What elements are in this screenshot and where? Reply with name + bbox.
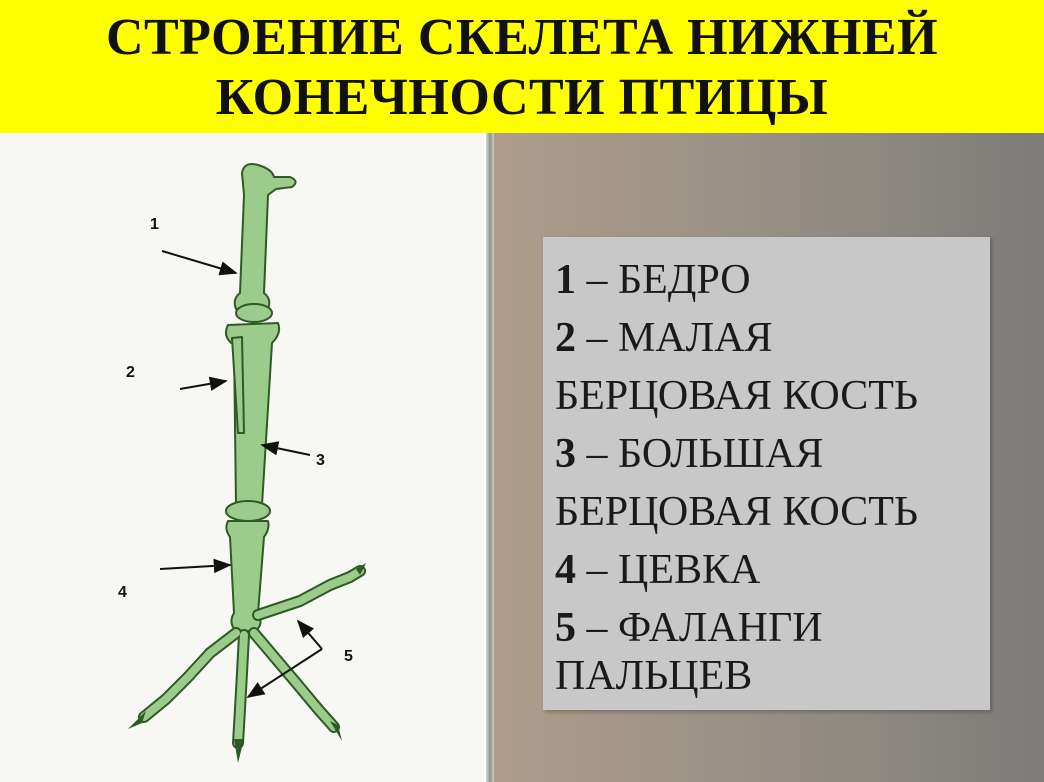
ankle-joint — [225, 500, 271, 522]
legend-box: 1 – БЕДРО 2 – МАЛАЯ БЕРЦОВАЯ КОСТЬ 3 – Б… — [543, 237, 990, 710]
legend-number: 1 — [555, 257, 576, 303]
pointer-1 — [161, 250, 238, 276]
legend-line-tibia: 3 – БОЛЬШАЯ — [555, 429, 823, 479]
legend-text: БЕРЦОВАЯ КОСТЬ — [555, 373, 919, 419]
legend-text: БЕРЦОВАЯ КОСТЬ — [555, 489, 919, 535]
femur-bone — [233, 163, 297, 310]
legend-text: – БОЛЬШАЯ — [576, 431, 824, 477]
pointer-3 — [260, 441, 311, 456]
title-line-2: КОНЕЧНОСТИ ПТИЦЫ — [215, 69, 829, 126]
legend-text: – МАЛАЯ — [576, 315, 773, 361]
legend-line-fibula-cont: БЕРЦОВАЯ КОСТЬ — [555, 371, 918, 421]
panel-divider — [486, 133, 494, 782]
claw-hind — [356, 563, 366, 575]
legend-line-fibula: 2 – МАЛАЯ — [555, 313, 773, 363]
legend-line-phalanges-cont: ПАЛЬЦЕВ — [555, 651, 752, 701]
bird-leg-skeleton-diagram: 1 2 3 4 5 — [118, 163, 366, 763]
pointer-2 — [179, 376, 228, 391]
title-banner: СТРОЕНИЕ СКЕЛЕТА НИЖНЕЙ КОНЕЧНОСТИ ПТИЦЫ — [0, 0, 1044, 133]
legend-number: 5 — [555, 605, 576, 651]
title-line-1: СТРОЕНИЕ СКЕЛЕТА НИЖНЕЙ — [105, 9, 939, 66]
legend-text: – ФАЛАНГИ — [576, 605, 823, 651]
legend-number: 2 — [555, 315, 576, 361]
pointer-5a — [296, 619, 323, 650]
legend-number: 4 — [555, 547, 576, 593]
claw-right — [330, 721, 342, 741]
legend-text: – ЦЕВКА — [576, 547, 761, 593]
marker-4: 4 — [118, 584, 127, 601]
pointer-5b — [246, 648, 323, 698]
knee-joint — [235, 303, 273, 323]
marker-1: 1 — [150, 216, 159, 233]
legend-line-phalanges: 5 – ФАЛАНГИ — [555, 603, 823, 653]
claw-middle — [234, 739, 244, 763]
fibula-bone — [231, 336, 245, 434]
legend-line-tarsometatarsus: 4 – ЦЕВКА — [555, 545, 760, 595]
legend-text: ПАЛЬЦЕВ — [555, 653, 753, 699]
marker-3: 3 — [316, 452, 325, 469]
marker-5: 5 — [344, 648, 353, 665]
marker-2: 2 — [126, 364, 135, 381]
pointer-4 — [159, 558, 232, 574]
legend-number: 3 — [555, 431, 576, 477]
legend-line-femur: 1 – БЕДРО — [555, 255, 751, 305]
legend-text: – БЕДРО — [576, 257, 751, 303]
claw-left — [128, 711, 146, 729]
legend-line-tibia-cont: БЕРЦОВАЯ КОСТЬ — [555, 487, 918, 537]
